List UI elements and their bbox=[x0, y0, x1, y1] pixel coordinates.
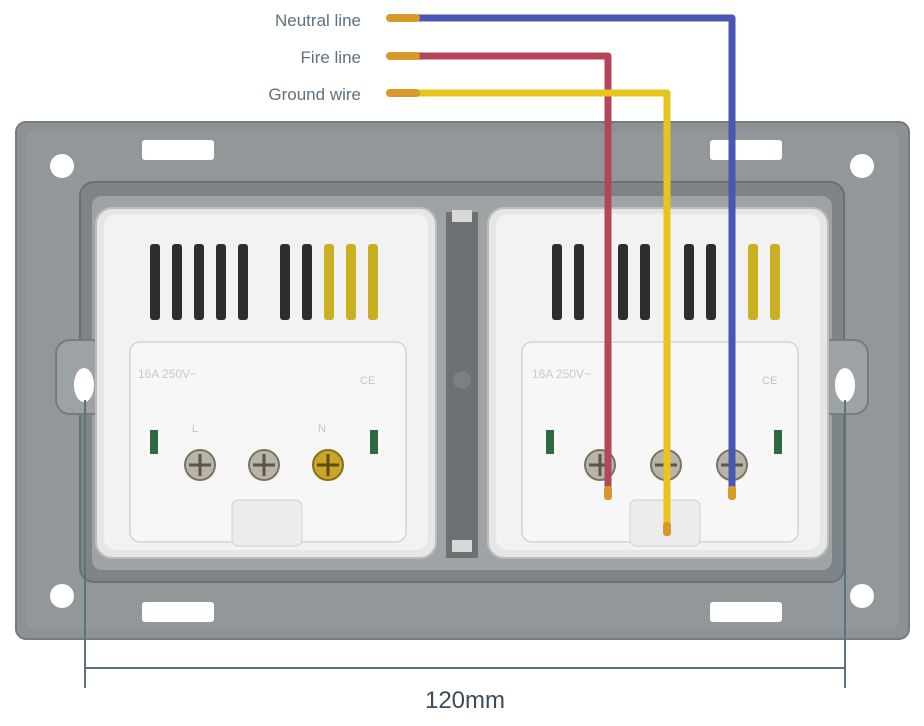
frame-slot bbox=[142, 602, 214, 622]
dimension-label: 120mm bbox=[425, 687, 505, 714]
ce-mark: CE bbox=[762, 375, 777, 387]
screw-icon bbox=[184, 449, 216, 481]
left-socket-module: 16A 250V~ CE L N bbox=[95, 207, 437, 559]
vent-slots bbox=[150, 244, 378, 320]
screw-icon bbox=[248, 449, 280, 481]
ground-wire-label: Ground wire bbox=[268, 85, 361, 104]
mounting-hole-icon bbox=[50, 154, 74, 178]
right-socket-module: 16A 250V~ CE bbox=[487, 207, 829, 559]
frame-slot bbox=[142, 140, 214, 160]
frame-slot bbox=[710, 602, 782, 622]
wire-tip-icon bbox=[386, 52, 420, 60]
fire-wire bbox=[418, 52, 612, 496]
rating-emboss: 16A 250V~ bbox=[138, 367, 197, 381]
ce-mark: CE bbox=[360, 375, 375, 387]
screw-icon bbox=[312, 449, 344, 481]
neutral-line-label: Neutral line bbox=[275, 11, 361, 30]
frame-slot bbox=[710, 140, 782, 160]
oval-hole-icon bbox=[835, 368, 855, 402]
fire-line-label: Fire line bbox=[301, 48, 361, 67]
oval-hole-icon bbox=[74, 368, 94, 402]
wires bbox=[386, 14, 736, 536]
terminal-l-label: L bbox=[192, 423, 198, 435]
rating-emboss: 16A 250V~ bbox=[532, 367, 591, 381]
terminal-n-label: N bbox=[318, 423, 326, 435]
mounting-hole-icon bbox=[850, 584, 874, 608]
neutral-wire bbox=[418, 14, 736, 496]
vent-slots bbox=[552, 244, 780, 320]
mounting-hole-icon bbox=[50, 584, 74, 608]
dimension-line bbox=[84, 400, 846, 688]
wire-tip-icon bbox=[386, 14, 420, 22]
mounting-hole-icon bbox=[850, 154, 874, 178]
wire-tip-icon bbox=[386, 89, 420, 97]
ground-wire bbox=[418, 89, 671, 532]
